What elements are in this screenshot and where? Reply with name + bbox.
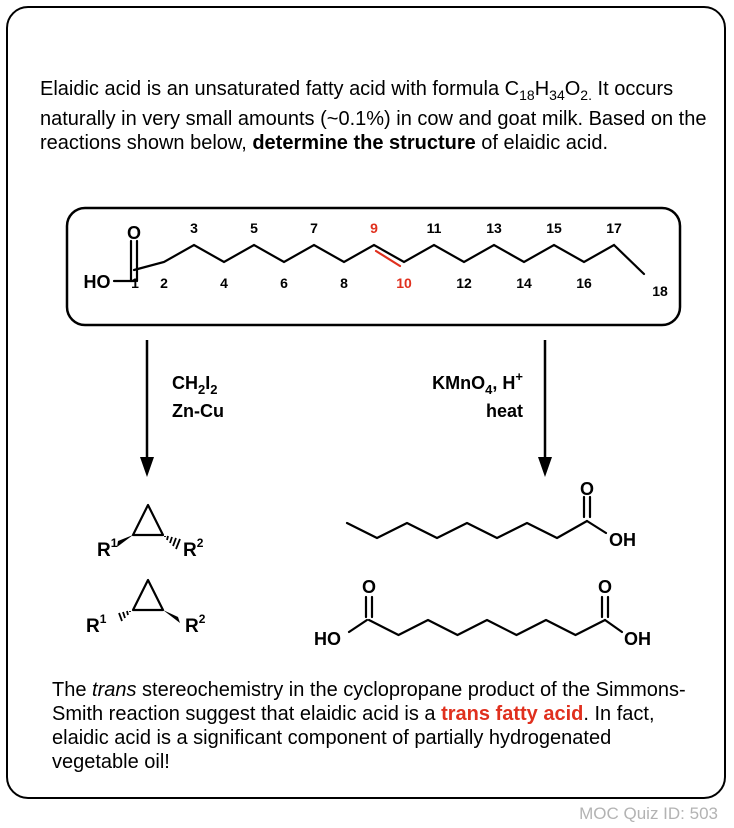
carbon-number-17: 17 — [606, 220, 622, 236]
carbon-number-5: 5 — [250, 220, 258, 236]
svg-text:O: O — [362, 577, 376, 597]
carbon-number-6: 6 — [280, 275, 288, 291]
svg-text:O: O — [598, 577, 612, 597]
simmons-smith-reagent: CH2I2 — [172, 373, 217, 397]
intro-paragraph: Elaidic acid is an unsaturated fatty aci… — [40, 78, 707, 154]
permanganate-reagent: KMnO4, H+ — [432, 369, 523, 397]
structure-box — [65, 206, 682, 327]
conclusion-paragraph: The trans stereochemistry in the cyclopr… — [52, 679, 686, 773]
carbon-number-7: 7 — [310, 220, 318, 236]
carbonyl-o-label: O — [127, 223, 141, 243]
carbon-number-10: 10 — [396, 275, 412, 291]
cyclopropane-trans-2: R1 R2 — [86, 578, 206, 637]
r1-label: R1 — [97, 536, 118, 561]
r2-label: R2 — [185, 612, 206, 637]
nonanoic-acid: O OH — [345, 479, 636, 550]
carbon-number-2: 2 — [160, 275, 168, 291]
carbon-number-15: 15 — [546, 220, 562, 236]
carbon-number-3: 3 — [190, 220, 198, 236]
svg-text:OH: OH — [624, 629, 651, 649]
carbon-number-16: 16 — [576, 275, 592, 291]
trans-fatty-acid-highlight: trans fatty acid — [441, 703, 584, 725]
hydroxyl-label: HO — [84, 272, 111, 292]
carbon-number-9: 9 — [370, 220, 378, 236]
cyclopropane-trans-1: R1 R2 — [97, 503, 204, 561]
carbon-chain — [132, 243, 646, 276]
carbon-number-14: 14 — [516, 275, 532, 291]
trans-double-bond — [374, 249, 402, 268]
carbon-number-8: 8 — [340, 275, 348, 291]
svg-text:O: O — [580, 479, 594, 499]
svg-text:OH: OH — [609, 530, 636, 550]
zinc-copper-reagent: Zn-Cu — [172, 401, 224, 421]
carbon-number-4: 4 — [220, 275, 228, 291]
carbon-number-12: 12 — [456, 275, 472, 291]
intro-emphasis: determine the structure — [252, 132, 476, 154]
r2-label: R2 — [183, 536, 204, 561]
carbon-number-11: 11 — [427, 220, 442, 236]
quiz-id-label: MOC Quiz ID: 503 — [579, 804, 718, 823]
quiz-card — [6, 6, 726, 799]
svg-text:HO: HO — [314, 629, 341, 649]
r1-label: R1 — [86, 612, 107, 637]
carbon-number-18: 18 — [652, 283, 668, 299]
carbon-number-13: 13 — [486, 220, 502, 236]
azelaic-acid: O HO O OH — [314, 577, 651, 649]
carbon-number-1: 1 — [131, 275, 139, 291]
heat-condition: heat — [486, 401, 523, 421]
